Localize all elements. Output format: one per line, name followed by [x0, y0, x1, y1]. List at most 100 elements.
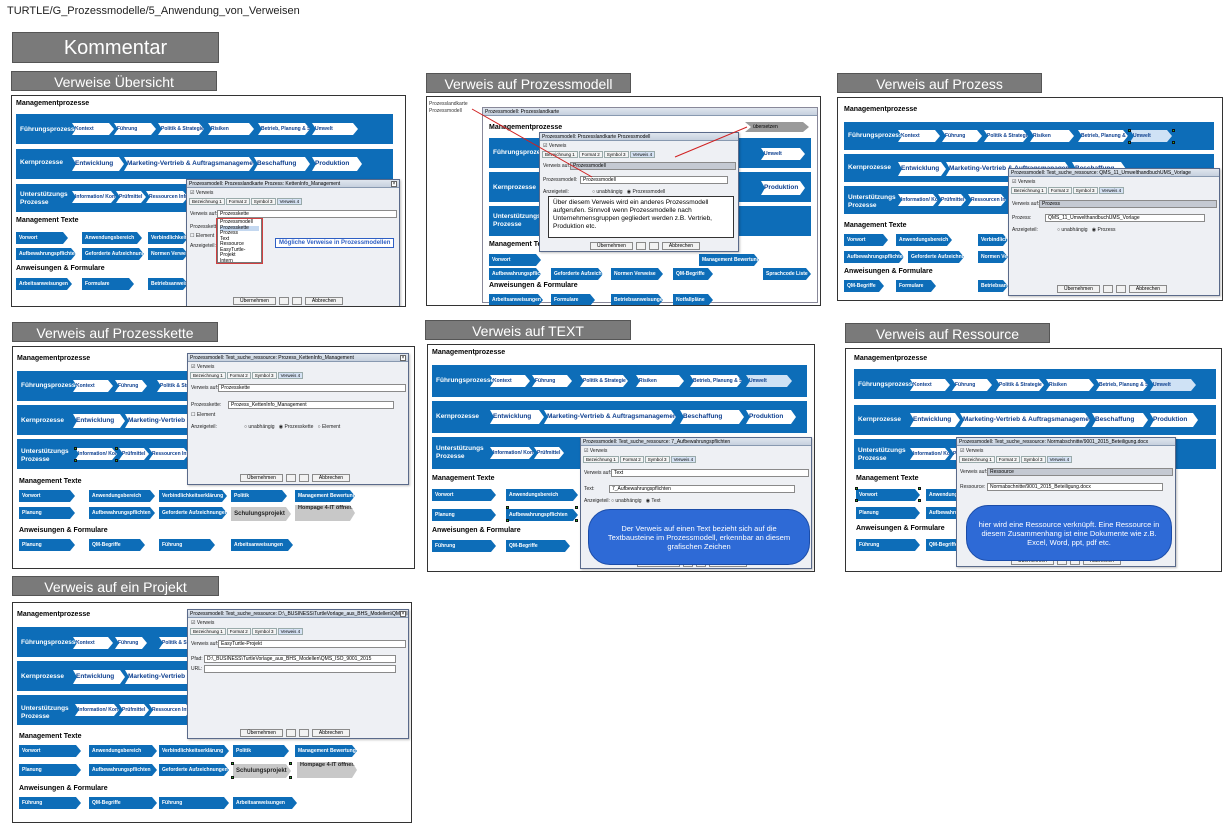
form-pill[interactable]: Arbeitsanweisungen	[489, 294, 543, 306]
text-pill[interactable]: Vorwort	[856, 489, 920, 501]
text-pill[interactable]: Verbindlichkeitserklärung	[159, 490, 227, 502]
selection-handle[interactable]	[855, 499, 858, 502]
close-icon[interactable]: ×	[391, 181, 397, 187]
radio-options[interactable]: ○ unabhängig ◉ Prozesskette ○ Element	[244, 424, 341, 430]
process-chevron[interactable]: Ressourcen Infrastruktur	[149, 448, 189, 460]
url-value[interactable]	[204, 665, 396, 673]
form-pill[interactable]: QM-Begriffe	[89, 539, 145, 551]
text-field-value[interactable]: 7_Aufbewahrungspflichten	[609, 485, 795, 493]
radio-options[interactable]: ○ unabhängig ◉ Prozessmodell	[592, 189, 666, 195]
form-pill[interactable]: Führung	[432, 540, 496, 552]
process-chevron[interactable]: Entwicklung	[73, 414, 125, 428]
selection-handle[interactable]	[1172, 129, 1175, 132]
tab-verweis[interactable]: Verweis 4	[276, 198, 303, 205]
selection-handle[interactable]	[115, 459, 118, 462]
text-pill[interactable]: Vorwort	[844, 234, 888, 246]
form-pill[interactable]: Betriebsanweisungen	[611, 294, 663, 306]
option[interactable]: Prozessmodell	[220, 219, 253, 225]
tree-item[interactable]: Prozesslandkarte	[429, 101, 468, 107]
process-chevron[interactable]: Betrieb, Planung & Steuerung	[258, 123, 310, 135]
ok-button[interactable]: Übernehmen	[233, 297, 276, 305]
tab-symbol[interactable]: Symbol 3	[251, 628, 277, 635]
edit-icon[interactable]	[285, 729, 296, 737]
tab-format[interactable]: Format 2	[225, 198, 250, 205]
tool-icon[interactable]	[291, 297, 302, 305]
selection-handle[interactable]	[74, 459, 77, 462]
text-pill[interactable]: QM-Begriffe	[673, 268, 713, 280]
text-pill[interactable]: Management Bewertung	[699, 254, 759, 266]
process-chevron[interactable]: Beschaffung	[680, 410, 744, 424]
selection-handle[interactable]	[918, 499, 921, 502]
process-chevron[interactable]: Produktion	[1150, 413, 1198, 427]
ok-button[interactable]: Übernehmen	[590, 242, 633, 250]
process-chevron[interactable]: Marketing-Vertrieb & Auftragsmanagement	[125, 670, 197, 684]
process-chevron[interactable]: Politik & Strategie	[996, 379, 1044, 391]
process-chevron[interactable]: Risiken	[1030, 130, 1074, 142]
process-chevron[interactable]: Produktion	[312, 157, 362, 171]
tab-format[interactable]: Format 2	[578, 151, 603, 158]
process-chevron[interactable]: Führung	[115, 380, 147, 392]
tab-symbol[interactable]: Symbol 3	[1072, 187, 1098, 194]
text-pill[interactable]: Aufbewahrungspflichten	[16, 248, 76, 260]
text-pill[interactable]: Geforderte Aufzeichnungen	[908, 251, 964, 263]
text-pill[interactable]: Management Bewertung	[295, 490, 355, 502]
verweis-checkbox[interactable]: ☑ Verweis	[543, 143, 567, 149]
tab-bezeichnung[interactable]: Bezeichnung 1	[583, 456, 619, 463]
process-chevron[interactable]: Kontext	[72, 123, 114, 135]
text-pill[interactable]: Anwendungsbereich	[506, 489, 578, 501]
process-chevron[interactable]: Politik & Strategie	[984, 130, 1028, 142]
verweis-auf-select[interactable]: Ressource	[987, 468, 1173, 476]
process-chevron[interactable]: Prüfmittel	[119, 448, 149, 460]
process-chevron[interactable]: Prüfmittel	[116, 191, 146, 203]
verweis-auf-select[interactable]: Prozesskette	[217, 210, 397, 218]
process-chevron[interactable]: Entwicklung	[73, 670, 125, 684]
process-chevron[interactable]: Umwelt	[312, 123, 358, 135]
process-chevron[interactable]: Führung	[942, 130, 982, 142]
cancel-button[interactable]: Abbrechen	[304, 297, 344, 305]
verweis-auf-select[interactable]: Text	[611, 469, 809, 477]
process-chevron[interactable]: Betrieb, Planung & Steuerung	[1096, 379, 1148, 391]
prozesskette-value[interactable]: Prozess_KettenInfo_Management	[228, 401, 394, 409]
selection-handle[interactable]	[575, 506, 578, 509]
process-chevron[interactable]: Führung	[532, 375, 572, 387]
selection-handle[interactable]	[506, 519, 509, 522]
verweis-checkbox[interactable]: ☑ Verweis	[191, 364, 215, 370]
process-chevron[interactable]: Information/ Kommunikation	[910, 448, 950, 460]
tab-symbol[interactable]: Symbol 3	[1020, 456, 1046, 463]
process-chevron[interactable]: Information/ Kommunikation	[75, 704, 119, 716]
tool-icon[interactable]	[298, 729, 309, 737]
pm-field-value[interactable]: Prozessmodell	[580, 176, 728, 184]
ok-button[interactable]: Übernehmen	[1057, 285, 1100, 293]
text-pill[interactable]: Anwendungsbereich	[89, 745, 157, 757]
text-pill[interactable]: Planung	[856, 507, 920, 519]
process-chevron[interactable]: Umwelt	[1150, 379, 1196, 391]
process-chevron[interactable]: Betrieb, Planung & Steuerung	[690, 375, 742, 387]
verweis-checkbox[interactable]: ☑ Verweis	[584, 448, 608, 454]
project-pill[interactable]: Schulungsprojekt	[231, 507, 291, 521]
text-pill[interactable]: Vorwort	[432, 489, 496, 501]
tab-verweis[interactable]: Verweis 4	[1098, 187, 1125, 194]
option[interactable]: Intern	[220, 257, 233, 264]
tab-verweis[interactable]: Verweis 4	[1046, 456, 1073, 463]
process-chevron[interactable]: Entwicklung	[72, 157, 124, 171]
selection-handle[interactable]	[115, 447, 118, 450]
text-pill[interactable]: Politik	[233, 745, 289, 757]
text-pill[interactable]: Verbindlichkeitserklärung	[978, 234, 1008, 246]
form-pill[interactable]: Notfallpläne	[673, 294, 713, 306]
tab-verweis[interactable]: Verweis 4	[670, 456, 697, 463]
text-pill[interactable]: Anwendungsbereich	[89, 490, 155, 502]
selection-handle[interactable]	[855, 487, 858, 490]
selection-handle[interactable]	[506, 506, 509, 509]
tab-format[interactable]: Format 2	[619, 456, 644, 463]
selection-handle[interactable]	[1128, 141, 1131, 144]
text-pill[interactable]: Planung	[19, 507, 75, 519]
tab-symbol[interactable]: Symbol 3	[250, 198, 276, 205]
text-pill[interactable]: Aufbewahrungspflichten	[506, 509, 578, 521]
text-pill[interactable]: Vorwort	[16, 232, 68, 244]
text-pill[interactable]: Normen Verweise	[978, 251, 1008, 263]
form-pill[interactable]: Planung	[19, 539, 75, 551]
process-chevron[interactable]: Produktion	[761, 181, 805, 195]
process-chevron[interactable]: Prüfmittel	[119, 704, 149, 716]
proc-field-value[interactable]: QMS_11_UmwelthandbuchUMS_Vorlage	[1045, 214, 1205, 222]
tab-bezeichnung[interactable]: Bezeichnung 1	[1011, 187, 1047, 194]
